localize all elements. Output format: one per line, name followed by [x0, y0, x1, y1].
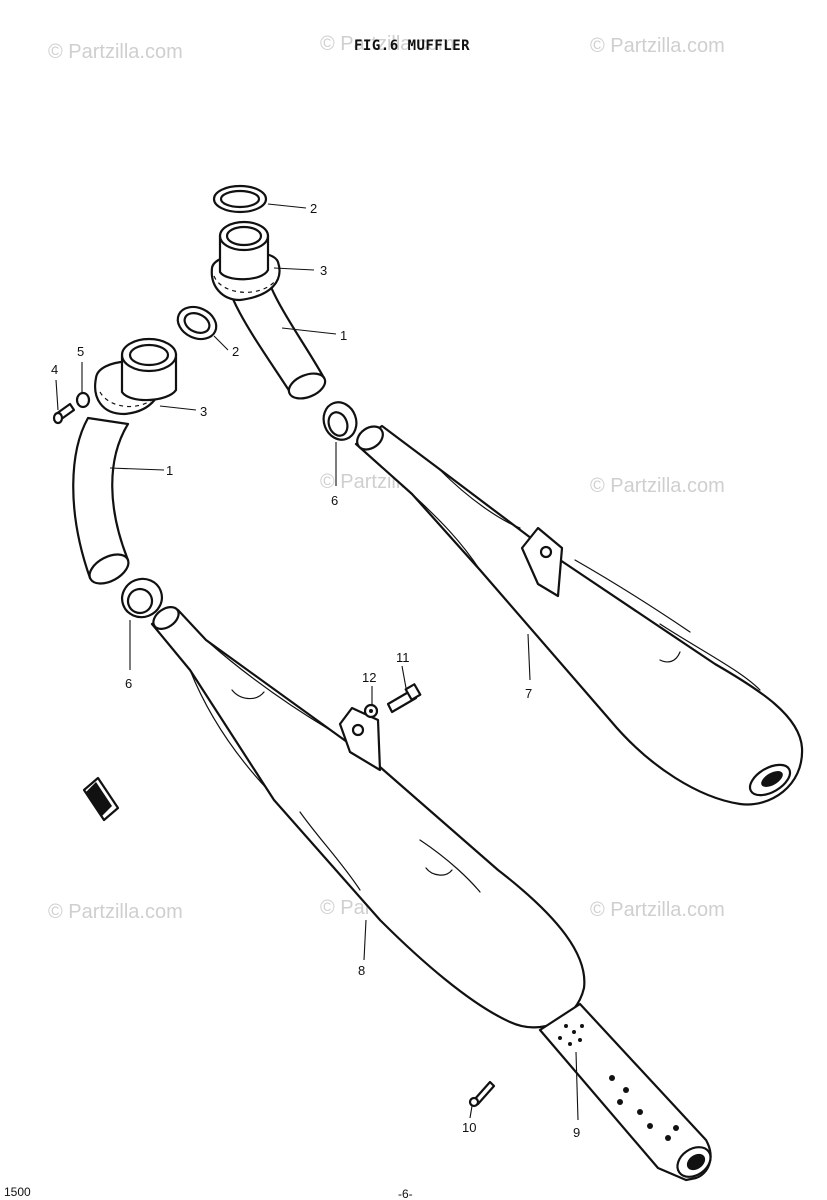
bolt-bracket [386, 683, 422, 714]
callout-1-lower: 1 [166, 463, 173, 478]
exhaust-flange-lower [94, 337, 178, 416]
watermark: © Partzilla.com [590, 35, 725, 57]
callout-11: 11 [396, 650, 410, 665]
muffler-right [354, 424, 804, 806]
bolt-small [52, 402, 76, 425]
perforation-holes [558, 1024, 679, 1141]
connector-ring-upper [322, 401, 358, 441]
gasket-upper [212, 184, 268, 214]
watermark: © Partzilla.com [320, 33, 455, 55]
footer-model: 1500 [4, 1185, 31, 1199]
callout-9: 9 [573, 1125, 580, 1140]
callout-3-upper: 3 [320, 263, 327, 278]
callout-4: 4 [51, 362, 58, 377]
exhaust-pipe-lower [72, 416, 130, 585]
callout-3-lower: 3 [200, 404, 207, 419]
callout-6-upper: 6 [331, 493, 338, 508]
watermark: © Partzilla.com [590, 899, 725, 921]
figure-title: FIG.6 MUFFLER [354, 38, 470, 54]
front-arrow-icon [82, 776, 120, 822]
washer [75, 391, 91, 409]
watermark: © Partzilla.com [48, 41, 183, 63]
exhaust-flange-upper [210, 220, 281, 302]
callout-5: 5 [77, 344, 84, 359]
nut-bracket [363, 703, 379, 719]
callout-2-upper: 2 [310, 201, 317, 216]
muffler-left [150, 605, 712, 1182]
callout-8: 8 [358, 963, 365, 978]
gasket-middle [176, 305, 218, 341]
connector-ring-lower [121, 577, 163, 619]
page-number: -6- [398, 1187, 413, 1200]
callout-2-middle: 2 [232, 344, 239, 359]
watermark: © Partzilla.com [48, 901, 183, 923]
callout-12: 12 [362, 670, 376, 685]
callout-7: 7 [525, 686, 532, 701]
callout-6-lower: 6 [125, 676, 132, 691]
screw-small [468, 1080, 496, 1108]
callout-1-upper: 1 [340, 328, 347, 343]
leader-lines [55, 203, 579, 1121]
watermark: © Partzilla.com [590, 475, 725, 497]
callout-10: 10 [462, 1120, 476, 1135]
